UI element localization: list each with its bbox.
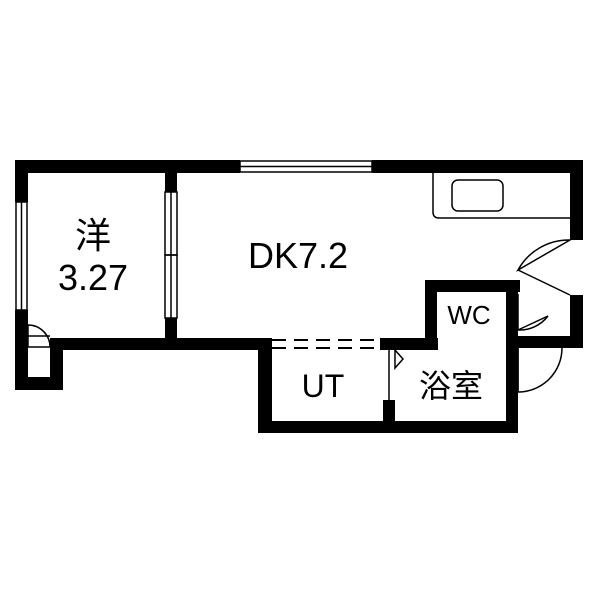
door-bath [394,348,405,370]
wall-top-right [372,160,583,173]
bath-label: 浴室 [419,368,483,404]
wall-partition-upper [165,160,177,192]
kitchen-counter [432,173,570,219]
wall-wc-left [425,280,437,350]
wall-ut-bath-bottom [383,400,395,433]
door-closet [27,324,51,348]
sliding-door-western-dk [164,191,178,319]
wall-right-lower [570,295,583,348]
wall-left-lower [15,310,28,390]
wc-label: WC [447,300,490,330]
door-outside [517,347,563,393]
western-room-area: 3.27 [58,257,128,298]
wall-left-upper [15,160,28,202]
wall-mid-left [50,338,272,350]
opening-dk-ut [272,339,383,349]
windows [15,160,373,311]
wall-ut-left [258,338,272,433]
dk-room-label: DK7.2 [248,235,348,276]
ut-label: UT [302,368,345,404]
door-entrance [516,239,573,272]
wall-bath-right [506,280,518,433]
door-wc [517,294,549,331]
wall-protrusion-right [50,338,63,390]
walls [15,160,583,433]
wall-right-upper [570,160,583,240]
wall-top-left [15,160,240,173]
wall-ut-bath-top [383,338,395,348]
wall-bath-door-top [506,336,583,348]
wall-wc-top [425,280,520,292]
doors [27,239,573,400]
western-room-name: 洋 [75,215,111,256]
sink-icon [451,179,504,212]
